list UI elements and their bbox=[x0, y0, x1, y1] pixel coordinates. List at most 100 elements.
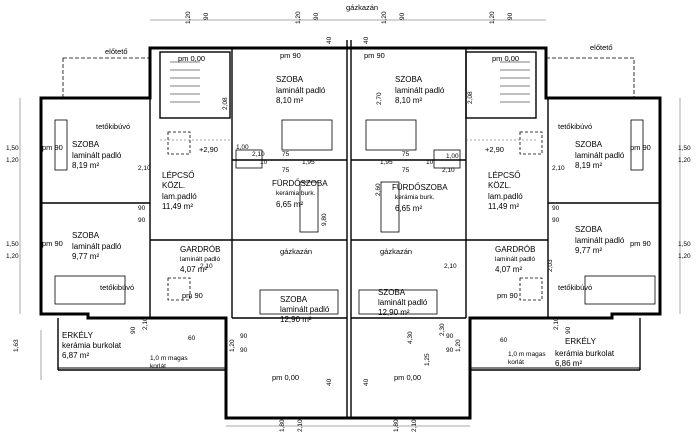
dim-90-b: 90 bbox=[138, 217, 146, 224]
dim-260: 2,60 bbox=[375, 183, 382, 196]
dim-90-g: 90 bbox=[446, 333, 454, 340]
dim-left-3: 1,50 bbox=[6, 241, 19, 248]
room-w2-floor: laminált padló bbox=[72, 242, 122, 251]
dim-90-e: 90 bbox=[240, 333, 248, 340]
room-top-left-floor: laminált padló bbox=[276, 86, 326, 95]
railing-left-1: 1,0 m magas bbox=[150, 355, 188, 362]
dim-bath-75-l2: 75 bbox=[282, 167, 290, 174]
room-gardrob-left-floor: laminált padló bbox=[180, 256, 221, 263]
room-bot-left-area: 12,90 m² bbox=[280, 315, 312, 324]
dim-top-4: 90 bbox=[313, 12, 320, 20]
room-top-left-name: SZOBA bbox=[276, 75, 304, 84]
attic-hatches bbox=[167, 131, 543, 301]
label-canopy-right: előtető bbox=[590, 43, 613, 52]
label-gas-boiler-top: gázkazán bbox=[346, 3, 379, 12]
room-w1-name: SZOBA bbox=[72, 140, 100, 149]
railing-right-1: 1,0 m magas bbox=[508, 351, 546, 358]
dim-60-l: 60 bbox=[188, 335, 196, 342]
dim-230: 2,30 bbox=[439, 323, 446, 336]
room-gardrob-right-name: GARDRÓB bbox=[495, 245, 536, 254]
dim-40-a: 40 bbox=[326, 36, 333, 44]
dim-270: 2,70 bbox=[376, 92, 383, 105]
railing-right-2: korlát bbox=[508, 359, 524, 366]
dim-210-c: 2,10 bbox=[442, 167, 455, 174]
furniture bbox=[54, 119, 656, 315]
room-e1-area: 8,19 m² bbox=[575, 161, 603, 170]
label-canopy-left: előtető bbox=[105, 47, 128, 56]
room-bath-right-name: FÜRDŐSZOBA bbox=[392, 183, 448, 192]
room-gardrob-left-area: 4,07 m² bbox=[180, 265, 208, 274]
room-bath-left-floor: kerámia burk. bbox=[276, 190, 316, 197]
dim-bath-75-r1: 75 bbox=[402, 151, 410, 158]
room-e2-name: SZOBA bbox=[575, 225, 603, 234]
room-top-right-floor: laminált padló bbox=[395, 86, 445, 95]
dim-bath-100-l: 1,00 bbox=[236, 144, 249, 151]
room-lepcso-right-floor: lam.padló bbox=[488, 192, 523, 201]
room-lepcso-left-name2: KÖZL. bbox=[162, 181, 186, 190]
dim-40-b: 40 bbox=[363, 36, 370, 44]
dim-bot-2: 2,10 bbox=[297, 419, 304, 432]
room-e1-floor: laminált padló bbox=[575, 151, 625, 160]
dim-210-b: 2,10 bbox=[252, 151, 265, 158]
dim-90-d: 90 bbox=[552, 217, 560, 224]
room-top-right-area: 8,10 m² bbox=[395, 96, 423, 105]
dim-top-3: 1,20 bbox=[295, 11, 302, 24]
level-e2: pm 90 bbox=[630, 239, 651, 248]
balcony-right-area: 6,86 m² bbox=[555, 359, 583, 368]
balcony-right-floor: kerámia burkolat bbox=[555, 349, 615, 358]
room-gardrob-left-name: GARDRÓB bbox=[180, 245, 221, 254]
dim-left-4: 1,20 bbox=[6, 253, 19, 260]
label-attic-hatch-r2: tetőkibúvó bbox=[558, 283, 593, 292]
label-gas-boiler-left: gázkazán bbox=[280, 247, 313, 256]
room-lepcso-right-area: 11,49 m² bbox=[488, 202, 519, 211]
dim-top-6: 90 bbox=[399, 12, 406, 20]
dim-210-a: 2,10 bbox=[138, 165, 151, 172]
dim-210-e: 2,10 bbox=[200, 263, 213, 270]
dim-bath-10-l: 10 bbox=[260, 159, 268, 166]
room-bot-right-name: SZOBA bbox=[378, 288, 406, 297]
dim-40-d: 40 bbox=[363, 378, 370, 386]
room-w2-area: 9,77 m² bbox=[72, 252, 100, 261]
dim-top-5: 1,20 bbox=[381, 11, 388, 24]
room-e1-name: SZOBA bbox=[575, 140, 603, 149]
dim-90-i: 90 bbox=[130, 326, 137, 334]
dim-top-8: 90 bbox=[507, 12, 514, 20]
dim-bot-3: 1,80 bbox=[393, 419, 400, 432]
interior-walls bbox=[41, 40, 660, 418]
dim-90-h: 90 bbox=[446, 347, 454, 354]
level-gard-right: pm 90 bbox=[497, 291, 518, 300]
room-e2-area: 9,77 m² bbox=[575, 246, 603, 255]
room-e2-floor: laminált padló bbox=[575, 236, 625, 245]
level-w1: pm 90 bbox=[42, 143, 63, 152]
dim-left-1: 1,50 bbox=[6, 145, 19, 152]
room-lepcso-right-name2: KÖZL. bbox=[488, 181, 512, 190]
dim-bath-195-r: 1,95 bbox=[380, 159, 393, 166]
level-stair-left: pm 0,00 bbox=[178, 54, 206, 63]
label-attic-hatch-r1: tetőkibúvó bbox=[558, 122, 593, 131]
level-e1: pm 90 bbox=[630, 143, 651, 152]
dim-bath-75-l1: 75 bbox=[282, 151, 290, 158]
dim-90-j: 90 bbox=[565, 326, 572, 334]
level-stair-right: pm 0,00 bbox=[492, 54, 520, 63]
room-w1-area: 8,19 m² bbox=[72, 161, 100, 170]
level-w2: pm 90 bbox=[42, 239, 63, 248]
balcony-left-floor: kerámia burkolat bbox=[62, 341, 122, 350]
dim-right-2: 1,20 bbox=[678, 157, 691, 164]
dim-430: 4,30 bbox=[407, 331, 414, 344]
dim-bot-1: 1,80 bbox=[279, 419, 286, 432]
dim-bath-10-r: 10 bbox=[426, 159, 434, 166]
room-lepcso-left-name1: LÉPCSŐ bbox=[162, 171, 195, 180]
dim-210-d: 2,10 bbox=[552, 165, 565, 172]
room-bot-right-floor: laminált padló bbox=[378, 298, 428, 307]
room-w2-name: SZOBA bbox=[72, 231, 100, 240]
dim-120-l: 1,20 bbox=[229, 339, 236, 352]
stair-treads bbox=[170, 61, 530, 103]
dim-bath-75-r2: 75 bbox=[402, 167, 410, 174]
level-bot-right: pm 0,00 bbox=[394, 373, 422, 382]
dim-bot-4: 2,10 bbox=[411, 419, 418, 432]
dim-90-c: 90 bbox=[552, 205, 560, 212]
room-bot-left-name: SZOBA bbox=[280, 295, 308, 304]
dim-left-2: 1,20 bbox=[6, 157, 19, 164]
room-top-left-area: 8,10 m² bbox=[276, 96, 304, 105]
